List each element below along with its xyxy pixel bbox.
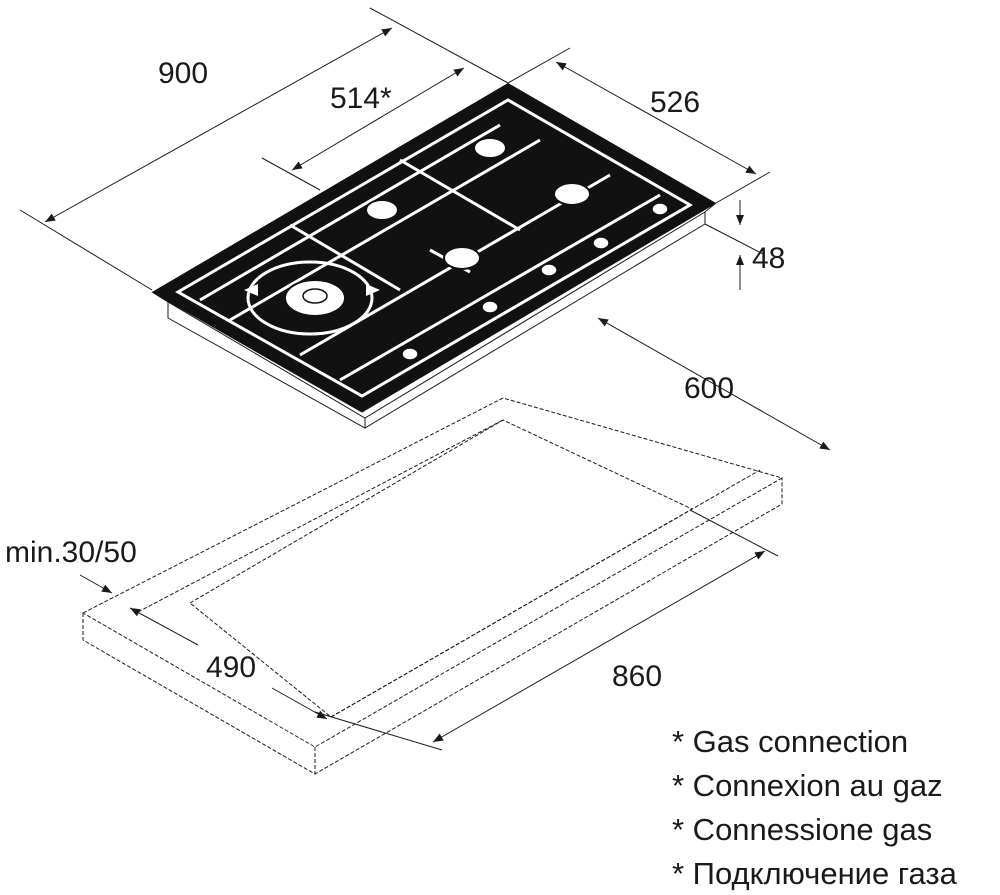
dimension-860: 860	[612, 660, 662, 693]
legend-item: * Connexion au gaz	[672, 768, 943, 803]
knob	[651, 202, 669, 216]
gas-hob	[151, 83, 717, 429]
knob	[401, 347, 419, 361]
dimension-600: 600	[684, 372, 734, 405]
dimension-48: 48	[752, 242, 785, 275]
knob	[592, 236, 610, 250]
dimension-526: 526	[650, 86, 700, 119]
legend: * Gas connection * Connexion au gaz * Co…	[672, 724, 958, 891]
legend-item: * Connessione gas	[672, 812, 932, 847]
burner-right	[553, 182, 591, 206]
worktop	[81, 397, 784, 775]
burner-left	[365, 199, 399, 221]
legend-item: * Gas connection	[672, 724, 908, 759]
legend-item: * Подключение газа	[672, 856, 958, 891]
dimension-900: 900	[158, 57, 208, 90]
dimension-min-thickness: min.30/50	[5, 536, 137, 569]
wok-burner	[244, 260, 380, 336]
dimension-514: 514*	[330, 82, 392, 115]
burner-front	[443, 246, 481, 270]
dimension-490: 490	[206, 651, 256, 684]
knob	[540, 263, 558, 277]
dimension-lines	[19, 7, 831, 751]
burner-rear-center	[473, 137, 507, 159]
knob	[481, 300, 499, 314]
